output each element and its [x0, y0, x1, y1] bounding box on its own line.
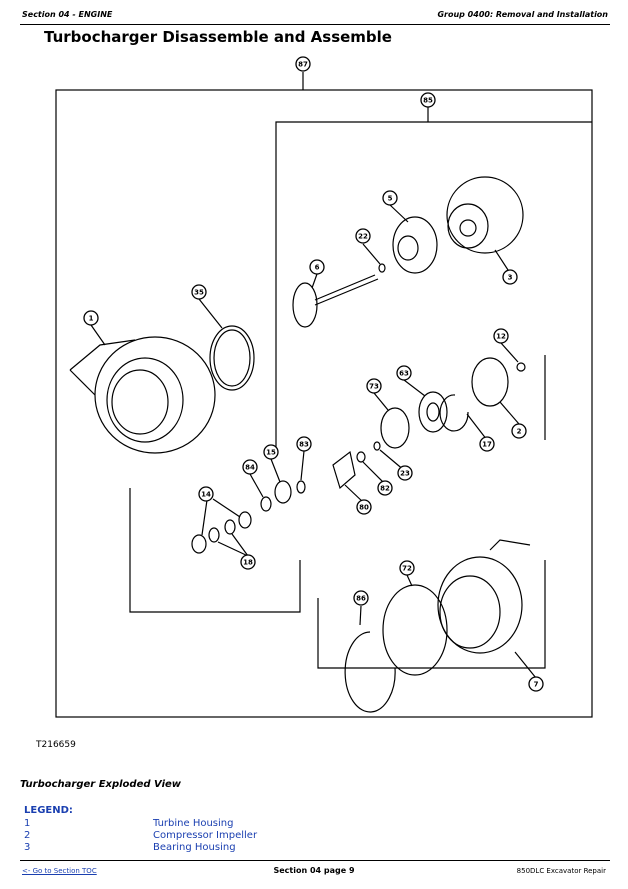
- legend-title: LEGEND:: [24, 805, 73, 816]
- legend-item-label: Bearing Housing: [153, 842, 236, 853]
- callout-label: 7: [534, 681, 539, 689]
- header-rule: [20, 24, 610, 25]
- callout-label: 23: [400, 470, 410, 478]
- callout-label: 22: [358, 233, 368, 241]
- legend-item-number: 2: [24, 830, 31, 841]
- legend-item-label: Turbine Housing: [153, 818, 234, 829]
- document-name: 850DLC Excavator Repair: [516, 867, 606, 875]
- callout-label: 2: [517, 428, 522, 436]
- callout-label: 5: [388, 195, 393, 203]
- callout-83: 83: [296, 436, 312, 452]
- footer-rule: [20, 860, 610, 861]
- callout-label: 80: [359, 504, 369, 512]
- callout-84: 84: [242, 459, 258, 475]
- callout-7: 7: [528, 676, 544, 692]
- callout-label: 15: [266, 449, 276, 457]
- callout-5: 5: [382, 190, 398, 206]
- figure-subtitle: Turbocharger Exploded View: [20, 779, 182, 790]
- callout-label: 87: [298, 61, 308, 69]
- legend-item: 1 Turbine Housing: [24, 818, 424, 830]
- callout-label: 35: [194, 289, 204, 297]
- legend-list: 1 Turbine Housing 2 Compressor Impeller …: [24, 818, 424, 854]
- page-number: Section 04 page 9: [273, 866, 355, 875]
- header-group: Group 0400: Removal and Installation: [437, 10, 608, 19]
- callout-15: 15: [263, 444, 279, 460]
- callout-87: 87: [295, 56, 311, 72]
- callout-17: 17: [479, 436, 495, 452]
- legend-item-number: 3: [24, 842, 31, 853]
- callout-14: 14: [198, 486, 214, 502]
- callout-12: 12: [493, 328, 509, 344]
- callout-6: 6: [309, 259, 325, 275]
- callout-label: 72: [402, 565, 412, 573]
- callout-2: 2: [511, 423, 527, 439]
- legend-item: 3 Bearing Housing: [24, 842, 424, 854]
- callout-22: 22: [355, 228, 371, 244]
- callout-86: 86: [353, 590, 369, 606]
- callout-35: 35: [191, 284, 207, 300]
- callout-label: 86: [356, 595, 366, 603]
- callout-label: 14: [201, 491, 211, 499]
- callout-1: 1: [83, 310, 99, 326]
- callout-label: 82: [380, 485, 390, 493]
- callout-label: 12: [496, 333, 506, 341]
- legend-item-label: Compressor Impeller: [153, 830, 258, 841]
- callout-label: 17: [482, 441, 492, 449]
- callout-85: 85: [420, 92, 436, 108]
- legend-item: 2 Compressor Impeller: [24, 830, 424, 842]
- callout-label: 85: [423, 97, 433, 105]
- legend-item-number: 1: [24, 818, 31, 829]
- callout-label: 3: [508, 274, 513, 282]
- callout-80: 80: [356, 499, 372, 515]
- page-title: Turbocharger Disassemble and Assemble: [44, 28, 392, 46]
- callout-label: 1: [89, 315, 94, 323]
- callout-23: 23: [397, 465, 413, 481]
- figure-image-id: T216659: [36, 740, 76, 750]
- callout-label: 18: [243, 559, 253, 567]
- callout-82: 82: [377, 480, 393, 496]
- callout-72: 72: [399, 560, 415, 576]
- callout-63: 63: [396, 365, 412, 381]
- section-toc-link[interactable]: <- Go to Section TOC: [22, 867, 97, 875]
- callout-label: 83: [299, 441, 309, 449]
- callout-label: 63: [399, 370, 409, 378]
- callout-label: 6: [315, 264, 320, 272]
- callout-73: 73: [366, 378, 382, 394]
- callout-label: 73: [369, 383, 379, 391]
- callout-18: 18: [240, 554, 256, 570]
- header-section: Section 04 - ENGINE: [22, 10, 113, 19]
- callout-label: 84: [245, 464, 255, 472]
- callout-3: 3: [502, 269, 518, 285]
